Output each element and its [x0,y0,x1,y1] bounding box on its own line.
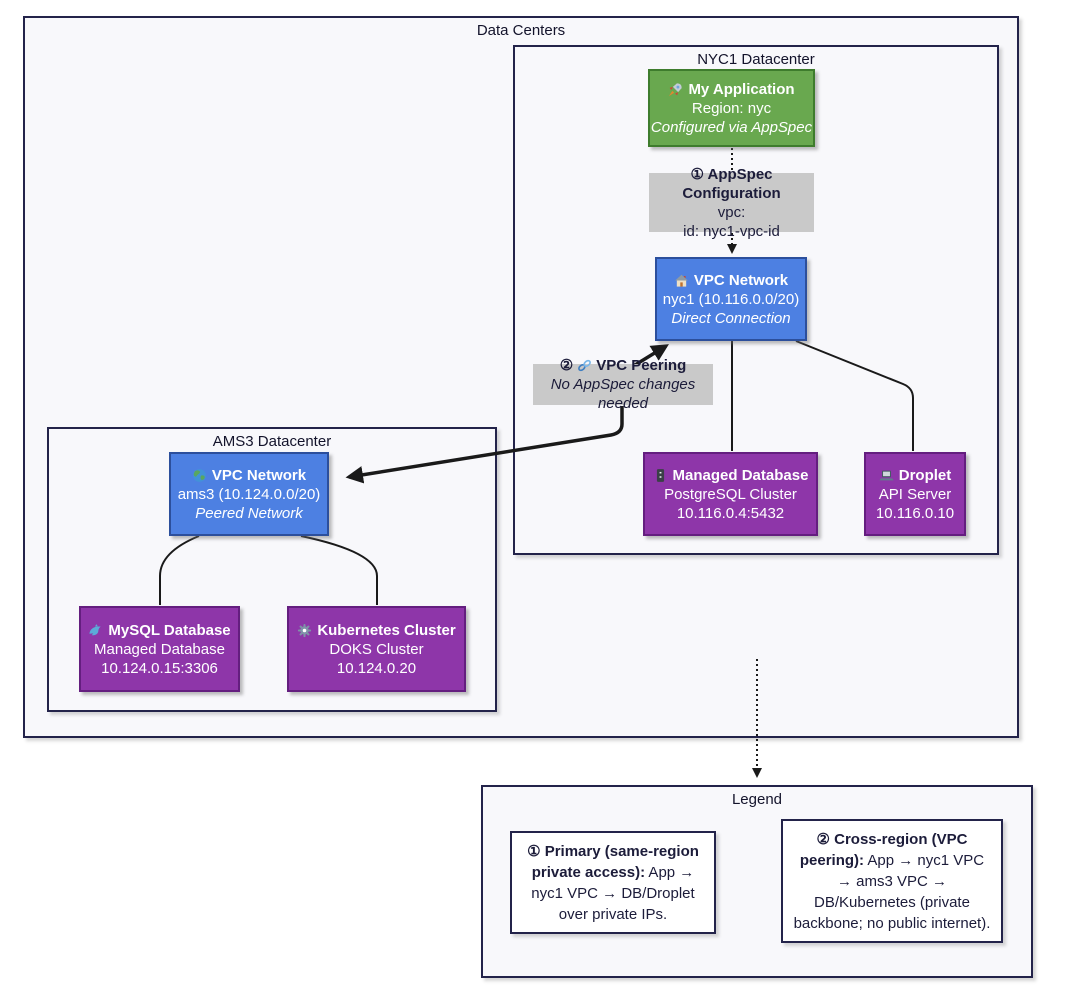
subgraph-label-ams3: AMS3 Datacenter [212,433,332,450]
node-line3: Peered Network [195,504,303,522]
globe-icon [192,468,207,483]
link-icon [577,358,592,373]
node-vpc-network-nyc1: VPC Network nyc1 (10.116.0.0/20) Direct … [655,257,807,341]
node-mysql-database: MySQL Database Managed Database 10.124.0… [79,606,240,692]
node-title: Kubernetes Cluster [317,621,456,639]
node-droplet: Droplet API Server 10.116.0.10 [864,452,966,536]
node-title: VPC Network [693,271,789,289]
edge-label-line2: vpc: [717,203,746,221]
legend-item-bold: ② Cross-region (VPC peering): [799,830,968,869]
node-line2: DOKS Cluster [329,640,424,658]
node-line2: Managed Database [94,640,225,658]
node-title: Droplet [898,466,952,484]
subgraph-label-legend: Legend [731,791,783,808]
node-my-application: My Application Region: nyc Configured vi… [648,69,815,147]
node-line2: PostgreSQL Cluster [664,485,797,503]
legend-item-text: App → nyc1 VPC → DB/Droplet over private… [531,863,695,923]
legend-item-text: App → nyc1 VPC → ams3 VPC → DB/Kubernete… [793,851,991,932]
legend-item-primary: ① Primary (same-region private access): … [510,831,716,934]
subgraph-label-data-centers: Data Centers [476,22,566,39]
subgraph-label-nyc1: NYC1 Datacenter [697,51,815,68]
node-line3: 10.124.0.15:3306 [101,659,218,677]
node-line2: API Server [878,485,952,503]
node-title: MySQL Database [108,621,231,639]
node-title: VPC Network [211,466,307,484]
edge-label-prefix: ② [559,357,574,374]
node-line2: nyc1 (10.116.0.0/20) [662,290,800,308]
edge-label-line2: No AppSpec changes needed [550,376,696,412]
node-line3: Configured via AppSpec [650,118,813,136]
node-line3: 10.116.0.10 [875,504,955,522]
gear-icon [297,623,312,638]
house-icon [674,273,689,288]
node-managed-database: Managed Database PostgreSQL Cluster 10.1… [643,452,818,536]
node-line3: 10.116.0.4:5432 [676,504,785,522]
legend-item-cross-region: ② Cross-region (VPC peering): App → nyc1… [781,819,1003,943]
node-vpc-network-ams3: VPC Network ams3 (10.124.0.0/20) Peered … [169,452,329,536]
node-title: My Application [688,80,795,98]
legend-item-bold: ① Primary (same-region private access): [527,842,699,881]
rocket-icon [668,82,683,97]
edge-label-title: VPC Peering [596,357,687,374]
edge-label-line3: id: nyc1-vpc-id [683,222,780,240]
node-line2: Region: nyc [691,99,772,117]
edge-label-appspec-configuration: ① AppSpec Configuration vpc: id: nyc1-vp… [649,166,814,240]
file-cabinet-icon [653,468,668,483]
node-kubernetes-cluster: Kubernetes Cluster DOKS Cluster 10.124.0… [287,606,466,692]
node-line3: Direct Connection [671,309,791,327]
node-line2: ams3 (10.124.0.0/20) [177,485,321,503]
node-line3: 10.124.0.20 [336,659,417,677]
dolphin-icon [88,623,103,638]
edge-label-title: ① AppSpec Configuration [682,165,781,202]
edge-label-vpc-peering: ② VPC Peering No AppSpec changes needed [533,357,713,412]
node-title: Managed Database [672,466,809,484]
laptop-icon [879,468,894,483]
